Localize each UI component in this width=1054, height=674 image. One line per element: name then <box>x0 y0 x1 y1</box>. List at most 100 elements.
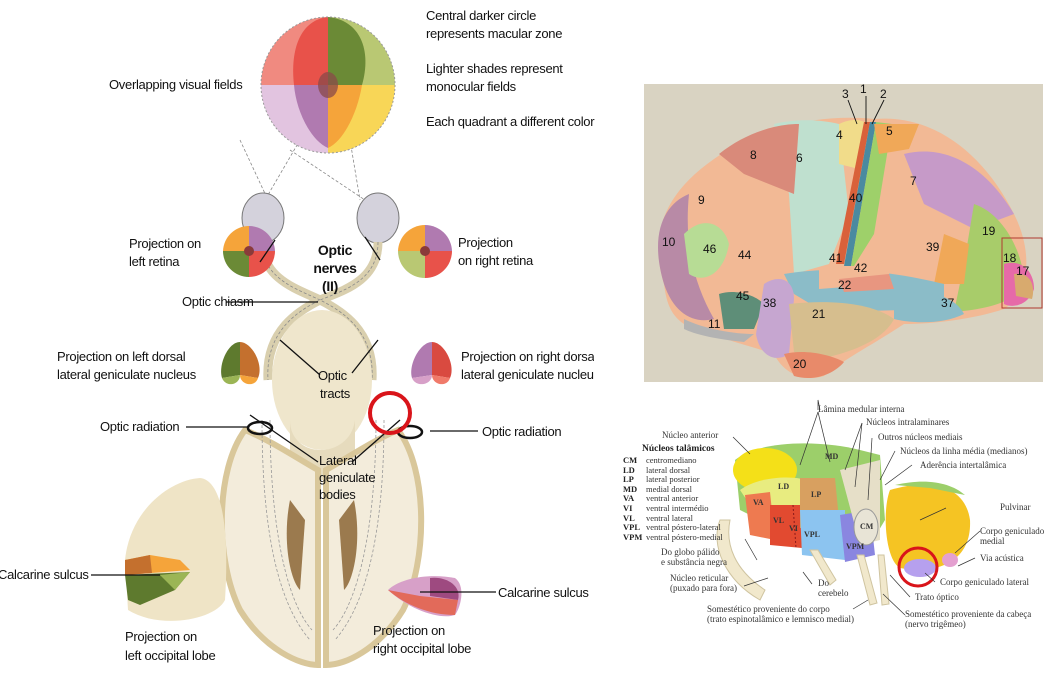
area-label-45: 45 <box>736 289 750 303</box>
pulvinar-region <box>885 481 971 570</box>
brain-lateral-view <box>658 96 1043 379</box>
label-overlapping-visual-fields: Overlapping visual fields <box>109 77 243 92</box>
legend-abbr: VI <box>623 503 633 513</box>
area-label-3: 3 <box>842 87 849 101</box>
note-lighter-1: Lighter shades represent <box>426 61 563 76</box>
label-right-retina-2: on right retina <box>458 253 533 268</box>
legend-name: lateral posterior <box>646 474 700 485</box>
legend-name: ventral lateral <box>646 512 693 523</box>
callout-soma-corpo-2: (trato espinotalâmico e lemnisco medial) <box>707 614 854 624</box>
legend-abbr: LP <box>623 474 634 485</box>
legend-name: ventral intermédio <box>646 503 709 513</box>
callout-linha-media: Núcleos da linha média (medianos) <box>900 446 1028 456</box>
left-retina-projection <box>223 225 275 277</box>
legend-abbr: VPM <box>623 531 643 542</box>
cm-region <box>853 508 879 546</box>
visual-field-circle <box>260 16 396 154</box>
area-label-10: 10 <box>662 235 676 249</box>
lgn-highlight-circle <box>368 391 412 435</box>
legend-abbr: VPL <box>623 522 640 533</box>
label-optic-chiasm: Optic chiasm <box>182 294 254 309</box>
label-optic-tracts-1: Optic <box>318 368 347 383</box>
legend-name: medial dorsal <box>646 483 693 494</box>
area-label-42: 42 <box>854 261 868 275</box>
area-label-6: 6 <box>796 151 803 165</box>
area-label-7: 7 <box>910 174 917 188</box>
legend-name: centromediano <box>646 455 697 465</box>
label-optic-tracts-2: tracts <box>320 386 350 401</box>
right-lgn-projection <box>411 342 452 385</box>
brodmann-areas-panel: 3 1 2 4 5 6 7 8 9 10 11 17 18 19 20 21 2… <box>644 82 1043 382</box>
callout-pulvinar: Pulvinar <box>1000 502 1031 512</box>
projection-lines <box>239 139 366 201</box>
callout-nucleo-anterior: Núcleo anterior <box>662 430 719 440</box>
cerebral-hemispheres <box>218 419 425 669</box>
area-37-region <box>894 292 964 323</box>
area-label-37: 37 <box>941 296 955 310</box>
label-left-occipital-2: left occipital lobe <box>125 648 216 663</box>
area-38-region <box>756 279 794 358</box>
callout-trato-optico: Trato óptico <box>915 592 959 602</box>
region-label-md: MD <box>825 452 839 461</box>
thalamus-body <box>733 443 885 562</box>
label-lgb-2: geniculate <box>319 470 376 485</box>
callout-lamina: Lâmina medular interna <box>818 404 905 414</box>
callout-cgm-1: Corpo geniculado <box>980 526 1045 536</box>
area-17-18-highlight-box <box>1001 237 1043 309</box>
legend-name: ventral póstero-medial <box>646 531 723 542</box>
label-left-lgn-2: lateral geniculate nucleus <box>57 367 196 382</box>
note-central-1: Central darker circle <box>426 8 537 23</box>
area-label-18: 18 <box>1003 251 1017 265</box>
callout-soma-corpo-1: Somestético proveniente do corpo <box>707 604 830 614</box>
legend-title: Núcleos talâmicos <box>642 444 715 454</box>
area-label-5: 5 <box>886 124 893 138</box>
legend-abbr: VA <box>623 493 635 504</box>
area-label-9: 9 <box>698 193 705 207</box>
area-45-region <box>719 292 764 329</box>
label-calcarine-left: Calcarine sulcus <box>0 567 89 582</box>
callout-reticular-2: (puxado para fora) <box>670 583 737 593</box>
label-optic-nerves-3: (II) <box>322 278 338 294</box>
vpl-region <box>800 510 845 560</box>
area-label-41: 41 <box>829 251 843 265</box>
callout-intralaminares: Núcleos intralaminares <box>866 417 950 427</box>
cgl-region <box>904 559 936 577</box>
area-label-8: 8 <box>750 148 757 162</box>
note-quadrant: Each quadrant a different color <box>426 114 595 129</box>
area-label-40: 40 <box>849 191 863 205</box>
area-label-19: 19 <box>982 224 996 238</box>
area-label-17: 17 <box>1016 264 1030 278</box>
legend-name: lateral dorsal <box>646 464 691 475</box>
area-label-22: 22 <box>838 278 852 292</box>
area-20-region <box>784 351 844 379</box>
area-10-region <box>658 194 714 321</box>
callout-soma-cabeca-2: (nervo trigêmeo) <box>905 619 966 629</box>
region-label-vl: VL <box>773 516 785 525</box>
label-optic-radiation-right: Optic radiation <box>482 424 562 439</box>
area-5-region <box>874 124 919 154</box>
region-label-lp: LP <box>811 490 822 499</box>
legend-name: ventral anterior <box>646 493 699 504</box>
note-lighter-2: monocular fields <box>426 79 516 94</box>
visual-pathway-diagram <box>91 16 496 669</box>
label-lgb-1: Lateral <box>319 453 357 468</box>
cgl-highlight-circle <box>897 546 939 588</box>
callout-cerebelo-2: cerebelo <box>818 588 849 598</box>
legend-abbr: MD <box>623 483 638 494</box>
area-2-region <box>851 122 892 266</box>
label-optic-nerves-2: nerves <box>313 260 357 276</box>
label-right-occipital-2: right occipital lobe <box>373 641 472 656</box>
left-lgn-projection <box>221 342 260 385</box>
area-label-21: 21 <box>812 307 826 321</box>
label-right-retina-1: Projection <box>458 235 513 250</box>
region-label-vi: VI <box>789 524 798 533</box>
area-label-39: 39 <box>926 240 940 254</box>
right-retina-projection <box>398 224 452 278</box>
region-label-vpm: VPM <box>846 542 865 551</box>
label-optic-nerves-1: Optic <box>317 242 353 258</box>
area-39-region <box>934 234 969 284</box>
thalamus-leader-lines <box>732 399 981 616</box>
callout-via-acustica: Via acústica <box>980 553 1024 563</box>
area-label-2: 2 <box>880 87 887 101</box>
area-42-region <box>839 274 894 292</box>
